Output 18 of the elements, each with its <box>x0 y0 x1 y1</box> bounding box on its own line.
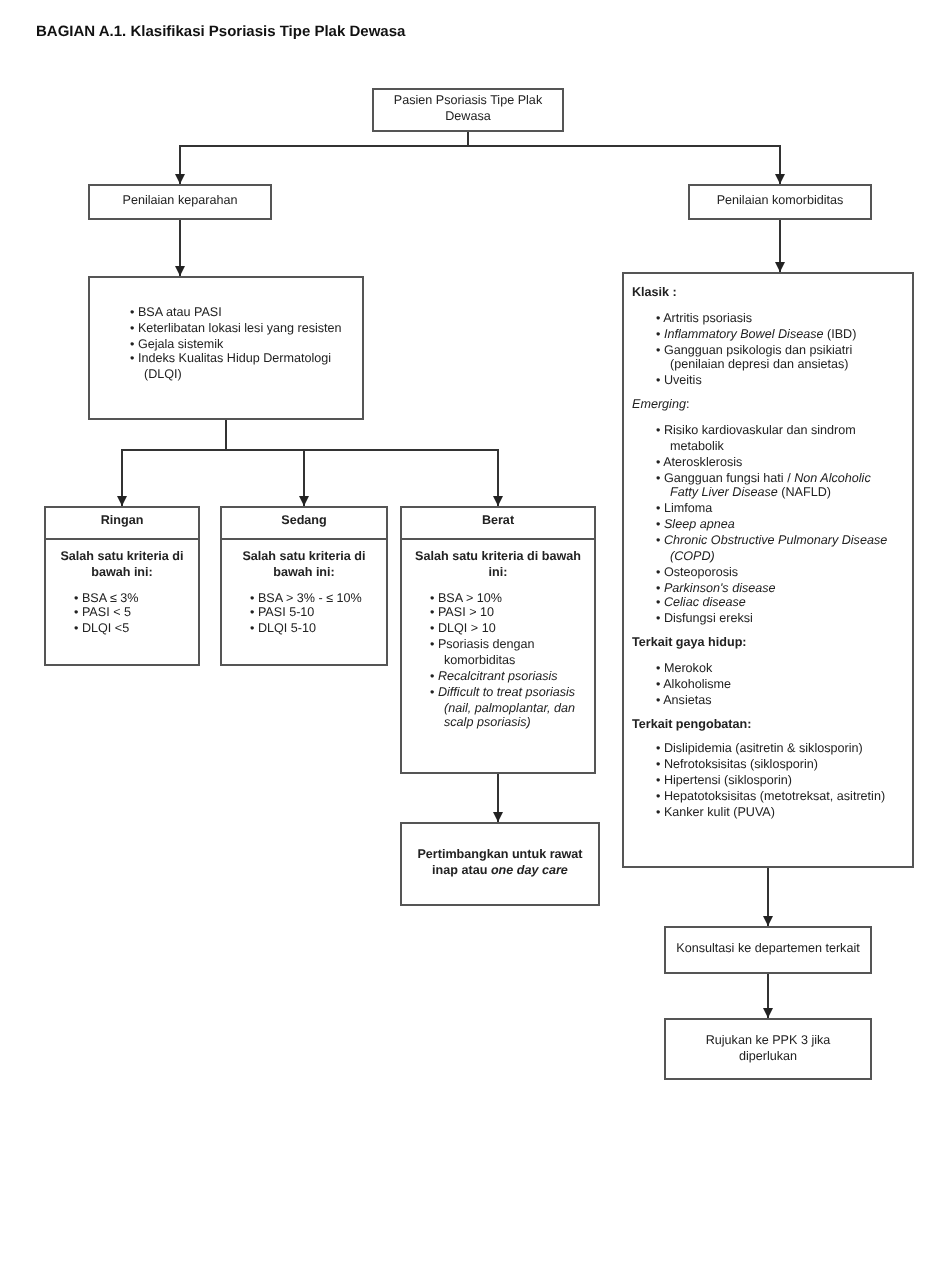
arrow <box>763 973 773 1019</box>
arrow <box>175 219 185 277</box>
arrow <box>775 219 785 273</box>
process-box <box>664 1018 872 1080</box>
process-box <box>88 184 272 220</box>
process-box <box>400 506 596 774</box>
arrow <box>225 419 503 507</box>
process-box <box>400 822 600 906</box>
process-box <box>688 184 872 220</box>
process-box <box>622 272 914 868</box>
arrow <box>763 867 773 927</box>
process-box <box>220 506 388 666</box>
arrow <box>493 773 503 823</box>
process-box <box>44 506 200 666</box>
process-box <box>88 276 364 420</box>
process-box <box>664 926 872 974</box>
arrow <box>467 131 785 185</box>
process-box <box>372 88 564 132</box>
